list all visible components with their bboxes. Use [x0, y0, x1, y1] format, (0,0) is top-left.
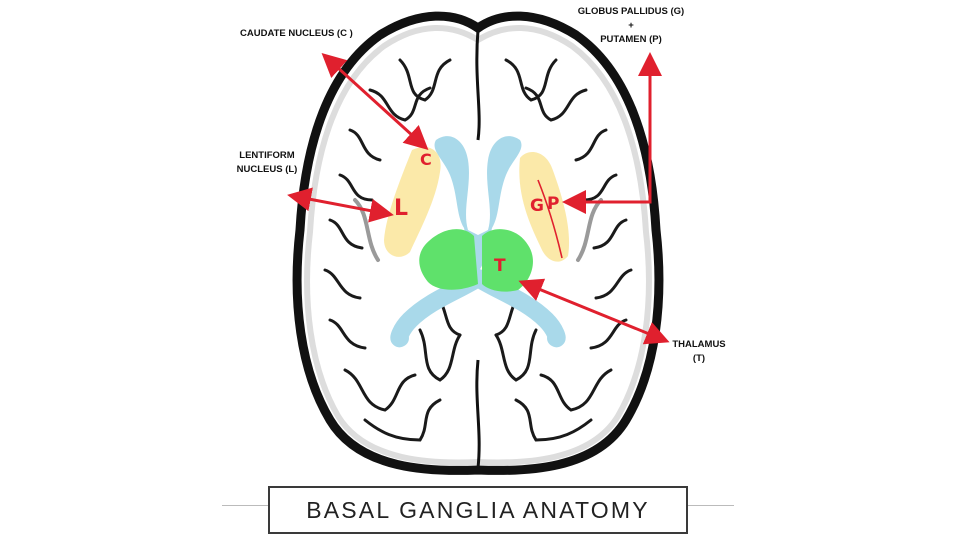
caudate-label: CAUDATE NUCLEUS (C ) [240, 28, 353, 39]
letter-c: C [420, 150, 432, 169]
annotation-arrows [287, 52, 670, 345]
letter-t: T [494, 256, 506, 276]
letter-p: P [547, 194, 560, 214]
globus-label-line1: GLOBUS PALLIDUS (G) [577, 6, 685, 17]
thalamus [419, 229, 533, 292]
globus-label-line2: + [628, 20, 634, 31]
left-lentiform-nucleus [384, 146, 441, 257]
caudate-arrow [321, 52, 429, 151]
thalamus-arrow [518, 278, 670, 345]
gp-divider-stroke [537, 179, 563, 259]
lentiform-arrow [287, 187, 394, 223]
thalamus-label-line1: THALAMUS [672, 339, 726, 350]
globus-arrow [562, 52, 662, 214]
slide-title: BASAL GANGLIA ANATOMY [306, 496, 650, 523]
thalamus-label: THALAMUS (T) [664, 338, 734, 366]
lateral-ventricles [434, 136, 522, 272]
globus-label: GLOBUS PALLIDUS (G) + PUTAMEN (P) [566, 5, 696, 47]
lentiform-label: LENTIFORM NUCLEUS (L) [232, 149, 302, 177]
thalamus-label-line2: (T) [692, 353, 706, 364]
lentiform-label-line1: LENTIFORM [239, 150, 295, 161]
letter-g: G [530, 196, 544, 216]
title-box: BASAL GANGLIA ANATOMY [268, 486, 688, 534]
globus-label-line3: PUTAMEN (P) [600, 34, 662, 45]
lentiform-label-line2: NUCLEUS (L) [236, 164, 298, 175]
letter-l: L [394, 196, 409, 221]
